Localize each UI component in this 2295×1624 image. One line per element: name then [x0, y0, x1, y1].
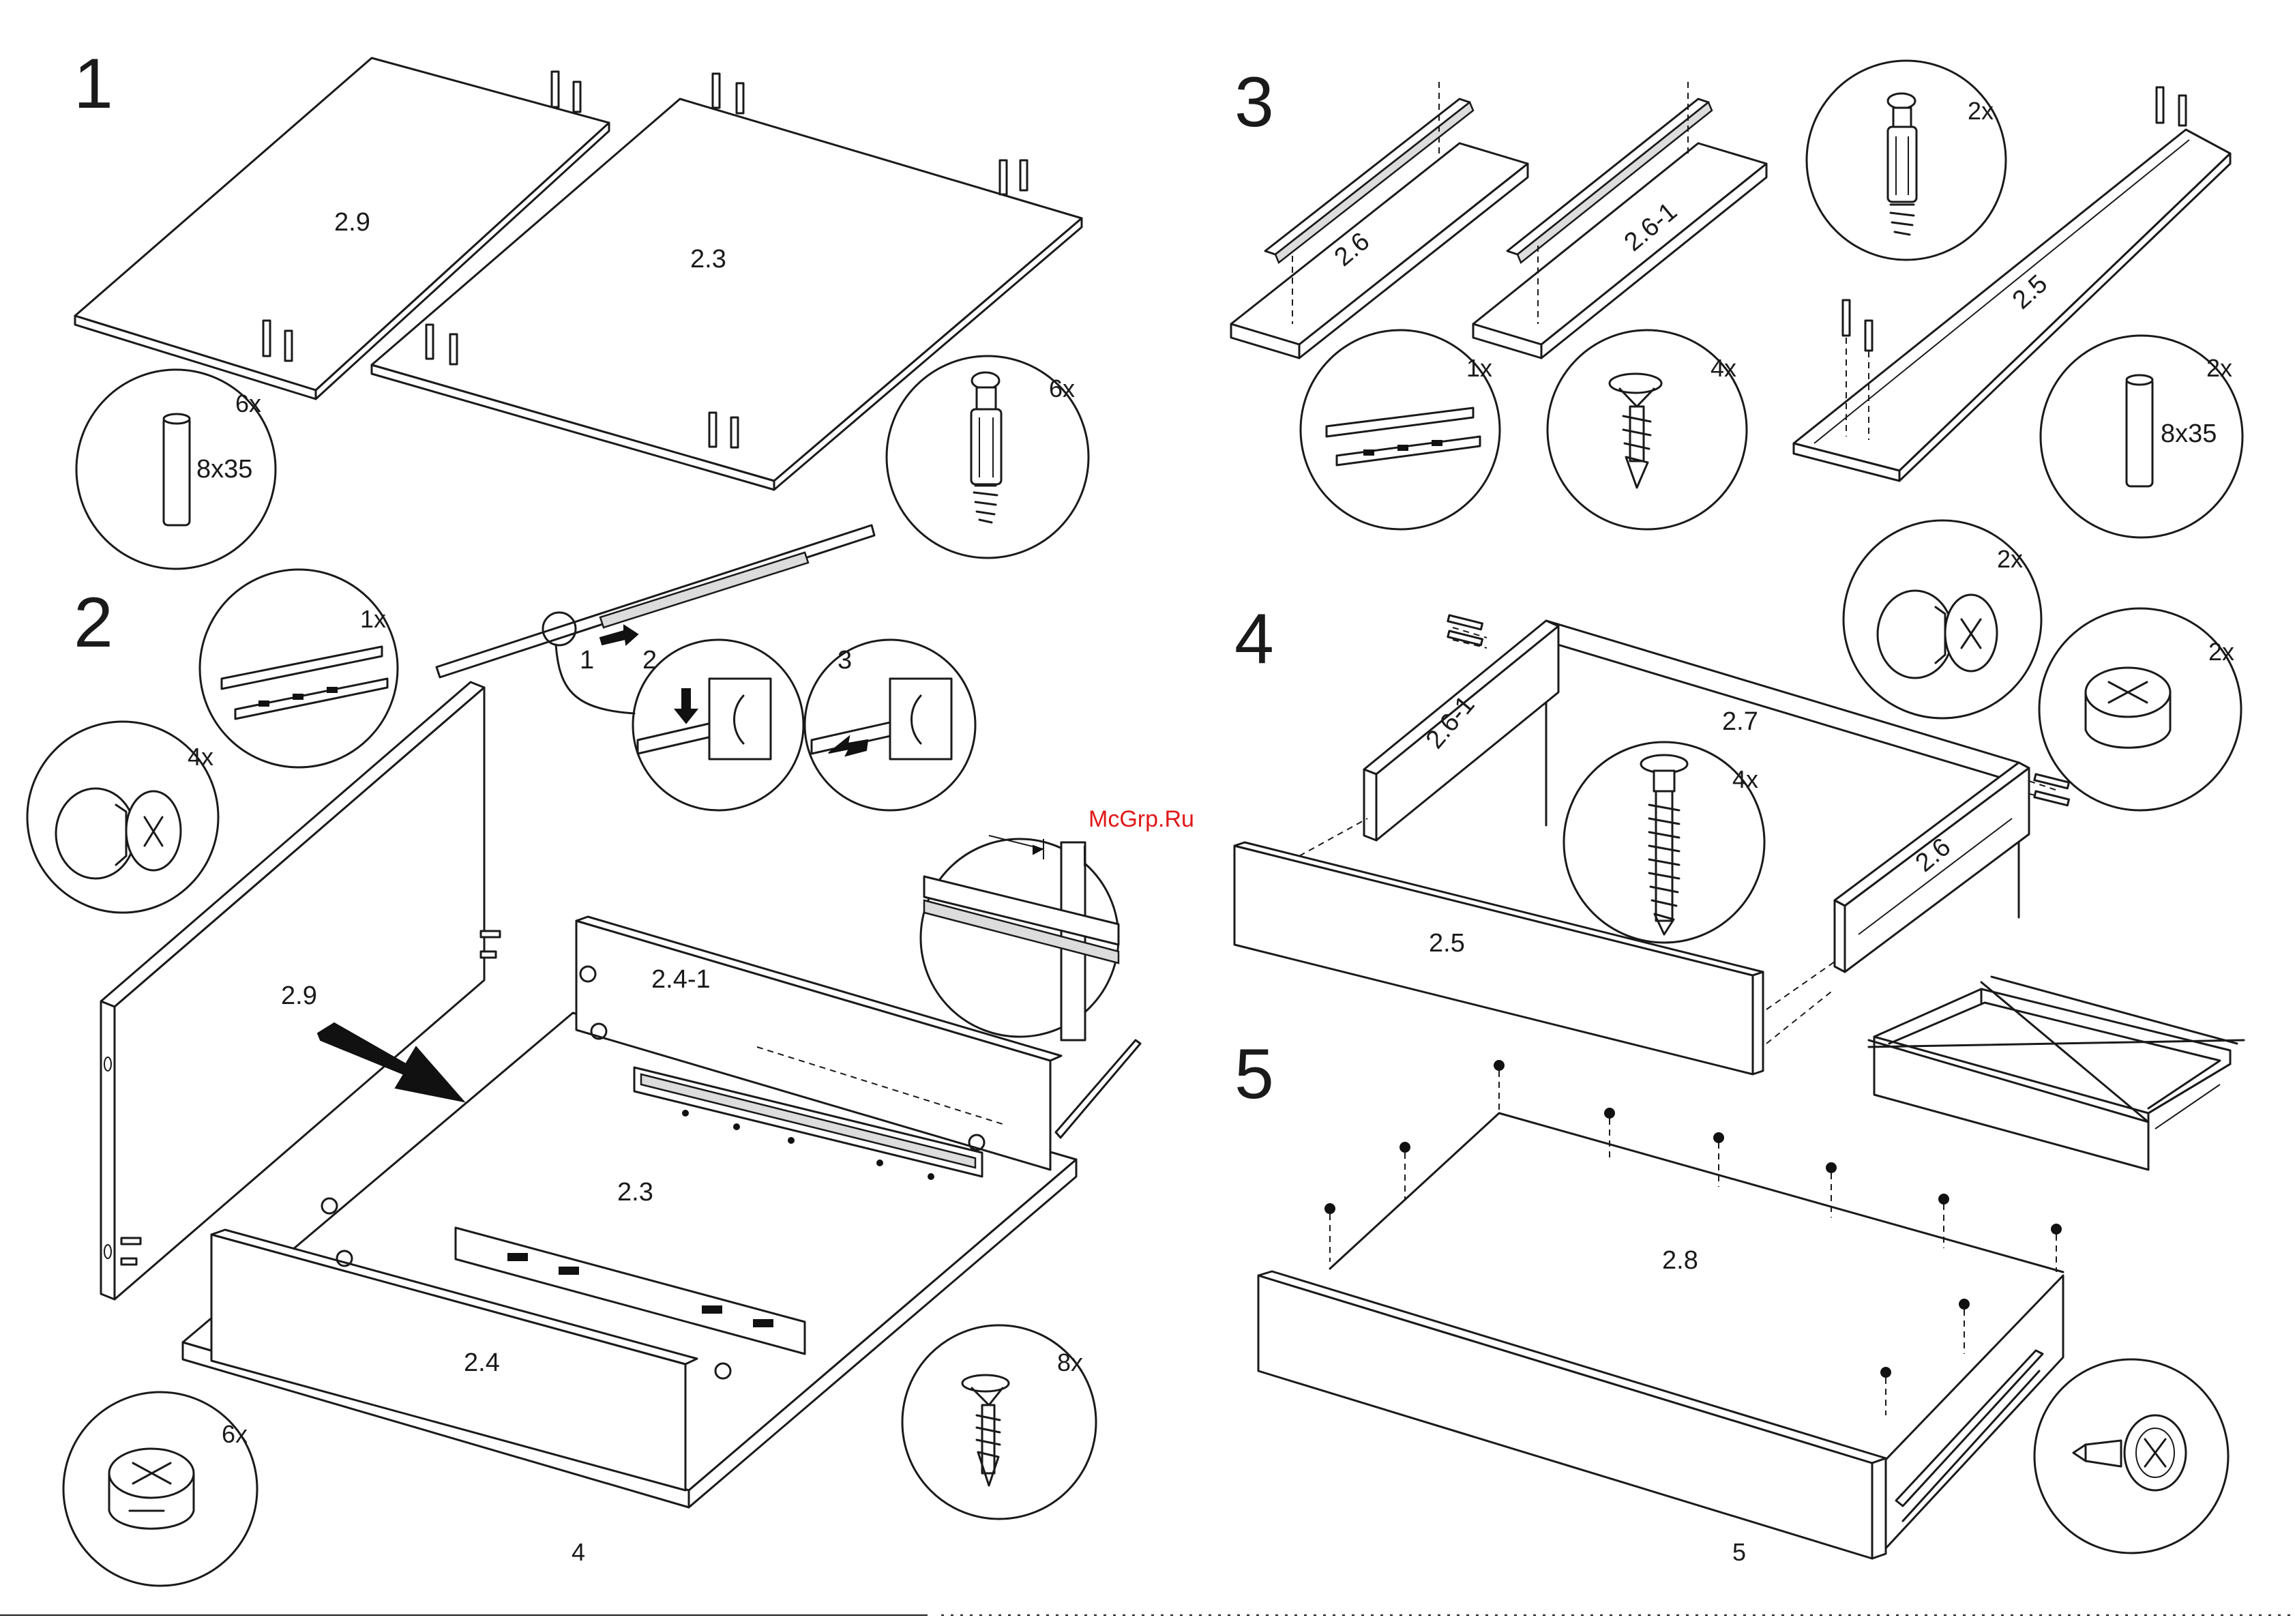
label-back-2-7: 2.7: [1722, 707, 1758, 736]
step-2-group: 2 1x 4x: [27, 525, 1194, 1586]
qty-dowel: 6x: [235, 389, 261, 417]
callout-runner-step3: 1x: [1301, 330, 1500, 529]
qty-knob: 4x: [188, 743, 213, 771]
callout-cam-bolt: 6x: [887, 356, 1089, 558]
substep-label-2: 2: [642, 646, 657, 675]
callout-confirmat: 4x: [1564, 742, 1764, 943]
panel-label-back-2-4-1: 2.4-1: [651, 965, 711, 994]
qty-runner-step3: 1x: [1466, 354, 1492, 382]
callout-cam-lock: 6x: [63, 1392, 257, 1586]
step-4-group: 4 2x 2x 2.7: [1234, 520, 2244, 1170]
panel-label-side-2-9: 2.9: [281, 981, 317, 1010]
drawer-side-2-6-1: 2.6-1: [1473, 82, 1766, 358]
qty-screw: 8x: [1057, 1348, 1083, 1376]
qty-cam-bolt: 6x: [1049, 374, 1075, 402]
incorrect-orientation-drawer: [1869, 977, 2244, 1170]
qty-runner: 1x: [360, 605, 386, 633]
panel-label-base-2-3: 2.3: [617, 1178, 653, 1207]
callout-screw-step3: 4x: [1548, 330, 1747, 529]
step-number-3: 3: [1234, 63, 1274, 142]
size-dowel-step3: 8x35: [2161, 419, 2217, 448]
runner-detail-2: [638, 679, 771, 759]
callout-runner-gap-detail: [921, 836, 1119, 1040]
panel-label-front-2-4: 2.4: [464, 1348, 500, 1377]
label-bottom-2-8: 2.8: [1662, 1246, 1698, 1275]
step-1-group: 1 2.9 2.3: [74, 44, 1089, 569]
runner-detail-3: [812, 679, 951, 759]
watermark-text: McGrp.Ru: [1089, 806, 1194, 832]
substep-label-1: 1: [580, 646, 594, 675]
step-number-2: 2: [74, 583, 113, 662]
page-number-left: 4: [572, 1538, 585, 1566]
qty-cam-lock-step4: 2x: [2208, 638, 2234, 666]
callout-knob-screw-step5: [2034, 1359, 2228, 1553]
step-3-group: 3 2.6 2.6-1 1: [1231, 61, 2242, 537]
label-front-2-5-step4: 2.5: [1429, 929, 1465, 958]
callout-screw: 8x: [902, 1325, 1096, 1519]
callout-runner-pair: 1x: [200, 570, 398, 767]
runner-install-sequence: 1 2 3: [436, 525, 975, 810]
callout-dowel-step3: 2x 8x35: [2041, 336, 2242, 537]
qty-dowel-step3: 2x: [2206, 354, 2232, 382]
size-dowel: 8x35: [196, 455, 252, 484]
step-number-1: 1: [74, 44, 113, 123]
step-number-4: 4: [1234, 600, 1274, 679]
callout-knob: 4x: [27, 722, 218, 913]
qty-cam-bolt-step3: 2x: [1968, 97, 1994, 125]
callout-knob-step4: 2x: [1844, 520, 2041, 718]
callout-cam-bolt-step3: 2x: [1807, 61, 2006, 260]
page-number-right: 5: [1732, 1538, 1746, 1566]
qty-cam-lock: 6x: [222, 1420, 248, 1448]
qty-confirmat: 4x: [1732, 765, 1758, 793]
callout-dowel-8x35: 6x 8x35: [76, 370, 276, 569]
step-number-5: 5: [1234, 1035, 1274, 1114]
qty-screw-step3: 4x: [1711, 354, 1736, 382]
qty-knob-step4: 2x: [1997, 545, 2023, 573]
callout-cam-lock-step4: 2x: [2039, 608, 2241, 810]
panel-label-2-9: 2.9: [334, 208, 370, 237]
panel-label-2-3: 2.3: [690, 245, 726, 274]
drawer-front-step5: [1258, 1271, 2063, 1559]
